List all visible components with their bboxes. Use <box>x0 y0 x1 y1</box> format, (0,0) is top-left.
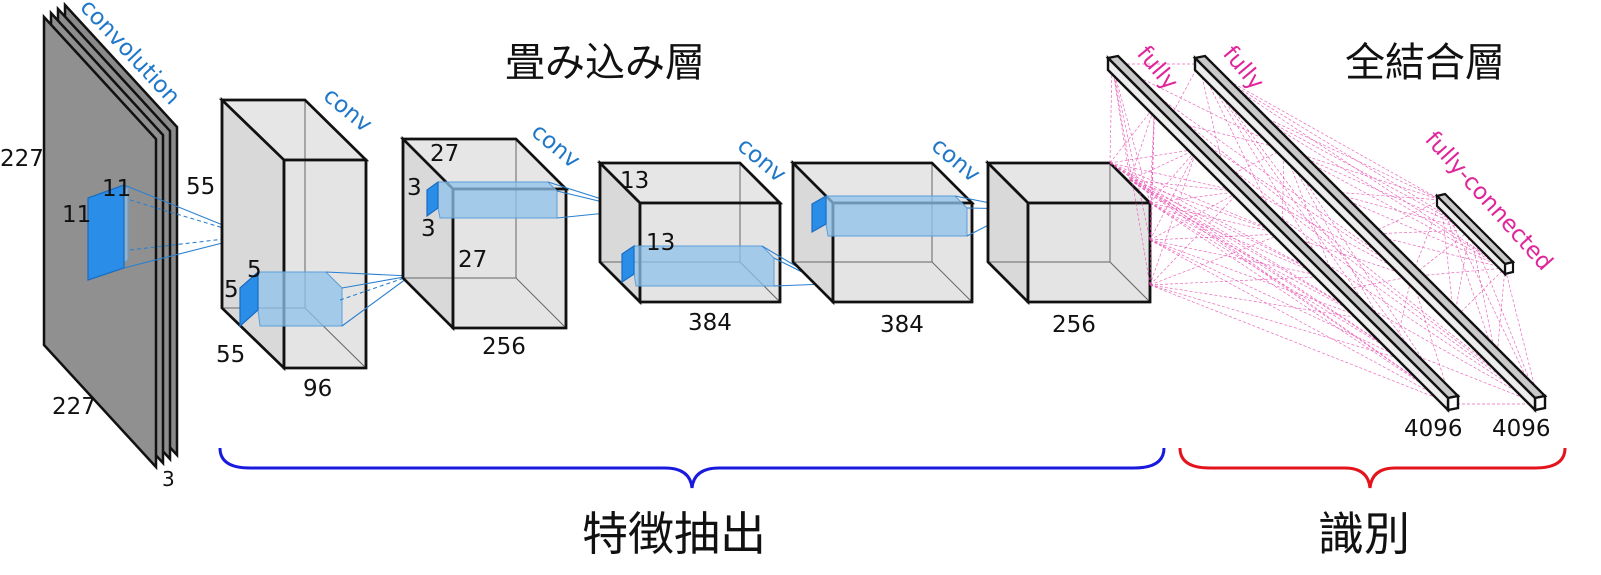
fc3-bar <box>1434 192 1516 277</box>
conv5-depth-label: 256 <box>1052 312 1096 338</box>
conv2-height-label: 27 <box>430 141 459 167</box>
input-layer <box>42 1 251 471</box>
conv2-kernel <box>426 180 439 218</box>
conv4-block <box>789 159 1021 306</box>
feature-extraction-brace <box>218 447 1166 489</box>
conv1-kernel-w-label: 5 <box>247 257 262 283</box>
conv2-depth-label: 256 <box>482 334 526 360</box>
fc1-size-label: 4096 <box>1404 416 1463 442</box>
conv3-block <box>596 159 827 306</box>
conv1-height-label: 55 <box>186 174 215 200</box>
input-height-label: 227 <box>0 146 44 172</box>
conv1-kernel-h-label: 5 <box>224 277 239 303</box>
conv2-width-label: 27 <box>458 247 487 273</box>
conv2-block <box>399 135 637 332</box>
classification-heading: 識別 <box>1318 507 1410 561</box>
conv4-kernel <box>811 194 827 234</box>
fc2-size-label: 4096 <box>1492 416 1551 442</box>
fc-layers-heading: 全結合層 <box>1345 40 1505 86</box>
input-kernel-w-label: 11 <box>102 176 131 202</box>
conv3-depth-label: 384 <box>688 310 732 336</box>
conv1-width-label: 55 <box>216 342 245 368</box>
conv2-kernel-w-label: 3 <box>407 175 422 201</box>
input-width-label: 227 <box>52 394 96 420</box>
classification-brace <box>1178 447 1567 489</box>
input-depth-label: 3 <box>162 467 175 491</box>
conv1-depth-label: 96 <box>303 376 332 402</box>
conv3-kernel <box>621 244 635 284</box>
fc2-bar <box>1192 54 1548 413</box>
conv1-kernel <box>239 270 259 328</box>
fc1-bar <box>1105 54 1461 413</box>
conv3-width-label: 13 <box>646 230 675 256</box>
conv-layers-heading: 畳み込み層 <box>505 40 705 86</box>
conv2-kernel-h-label: 3 <box>421 216 436 242</box>
conv5-block <box>984 159 1154 306</box>
feature-extraction-heading: 特徴抽出 <box>582 507 766 561</box>
conv3-height-label: 13 <box>620 168 649 194</box>
conv1-block <box>218 96 411 372</box>
conv4-depth-label: 384 <box>880 312 924 338</box>
input-kernel-h-label: 11 <box>62 202 91 228</box>
